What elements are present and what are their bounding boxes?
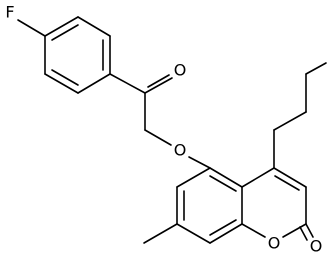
bond — [273, 111, 307, 131]
bond — [241, 223, 266, 238]
bond — [144, 129, 172, 146]
bond — [109, 73, 146, 94]
c-f-bond — [17, 19, 46, 37]
methyl-bond — [143, 223, 178, 244]
bond — [241, 167, 275, 188]
double-bond-inner — [209, 219, 237, 236]
c-o-double-bond — [299, 226, 308, 241]
bond — [44, 16, 79, 37]
benzo-ring — [176, 167, 243, 244]
fluorophenyl-ring — [44, 16, 111, 94]
bond — [77, 73, 111, 94]
ketone-oxygen-label: O — [174, 61, 187, 80]
bond — [273, 167, 307, 188]
butyl-chain — [273, 62, 327, 169]
bond — [176, 223, 211, 244]
ring-oxygen-label: O — [268, 234, 281, 253]
double-bond-inner — [274, 175, 300, 191]
bond — [176, 167, 211, 188]
double-bond-inner — [209, 175, 237, 192]
keto-ether-linker — [109, 73, 211, 169]
bond — [209, 223, 243, 244]
bond — [188, 156, 211, 169]
bond — [282, 223, 307, 238]
bond — [209, 167, 243, 188]
carbonyl-oxygen-label: O — [310, 237, 323, 256]
double-bond-inner — [51, 24, 79, 41]
bond — [77, 16, 111, 37]
c-o-double-bond — [144, 77, 173, 94]
ether-oxygen-label: O — [174, 141, 187, 160]
c-o-double-bond — [305, 223, 314, 238]
pyranone-ring — [241, 167, 307, 238]
bond — [305, 62, 327, 75]
fluorine-label: F — [5, 3, 14, 22]
bond — [44, 73, 79, 94]
double-bond-inner — [51, 69, 79, 86]
c-o-double-bond — [147, 74, 170, 88]
